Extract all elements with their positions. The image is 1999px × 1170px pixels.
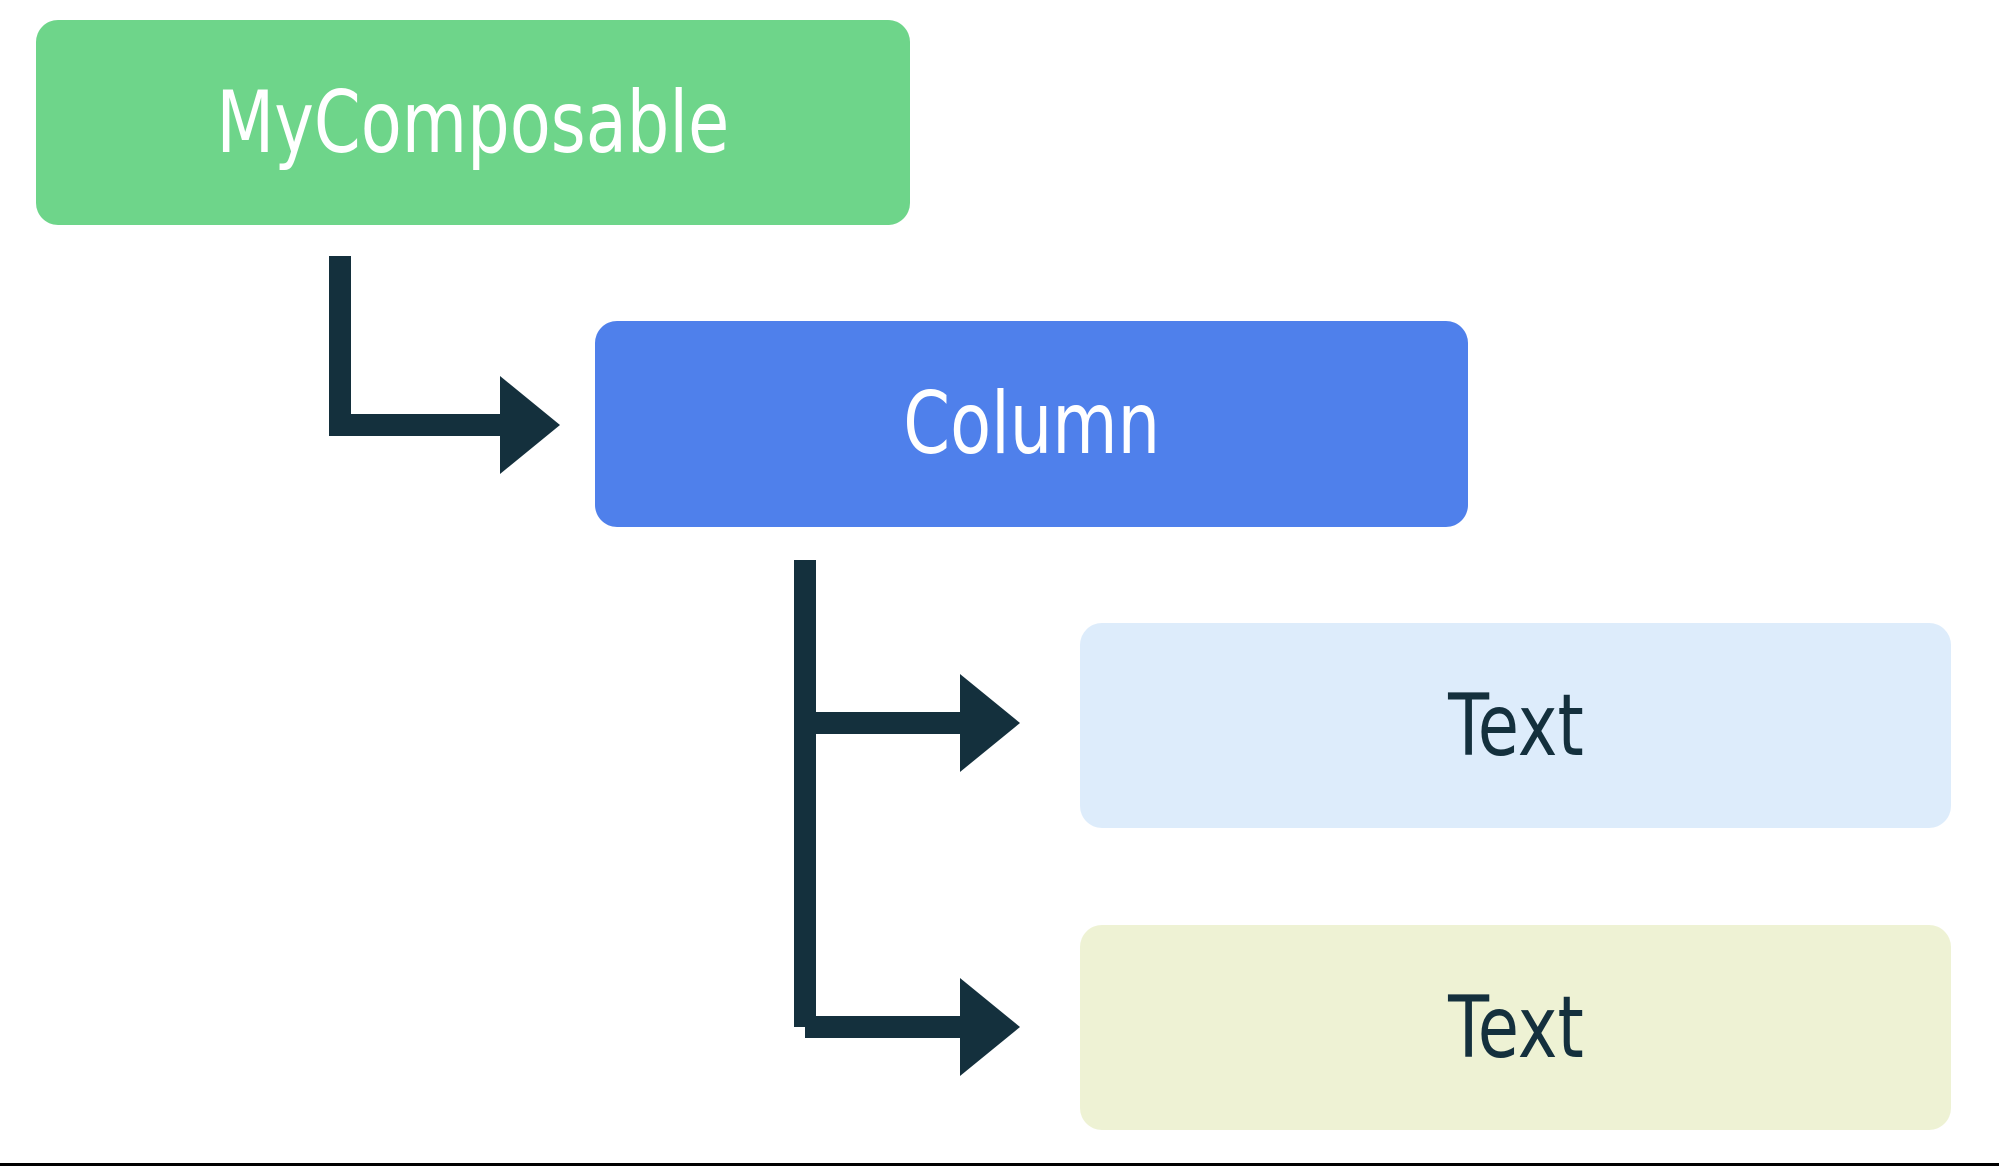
node-column[interactable]: Column — [595, 321, 1468, 527]
node-text-first-label: Text — [1447, 675, 1584, 776]
baseline-rule — [0, 1163, 1999, 1166]
edge-column-text-2-arrowhead — [960, 978, 1020, 1076]
edge-column-text-2 — [805, 978, 1020, 1076]
node-column-label: Column — [903, 374, 1160, 474]
node-my-composable-label: MyComposable — [216, 72, 730, 173]
edge-root-column-arrowhead — [500, 376, 560, 474]
edge-root-column — [329, 256, 560, 474]
node-text-second-label: Text — [1447, 977, 1584, 1078]
edge-column-text-1 — [805, 674, 1020, 772]
node-text-first[interactable]: Text — [1080, 623, 1951, 828]
edge-column-text-1-arrowhead — [960, 674, 1020, 772]
edge-root-column-path — [329, 256, 515, 436]
node-text-second[interactable]: Text — [1080, 925, 1951, 1130]
node-my-composable[interactable]: MyComposable — [36, 20, 910, 225]
